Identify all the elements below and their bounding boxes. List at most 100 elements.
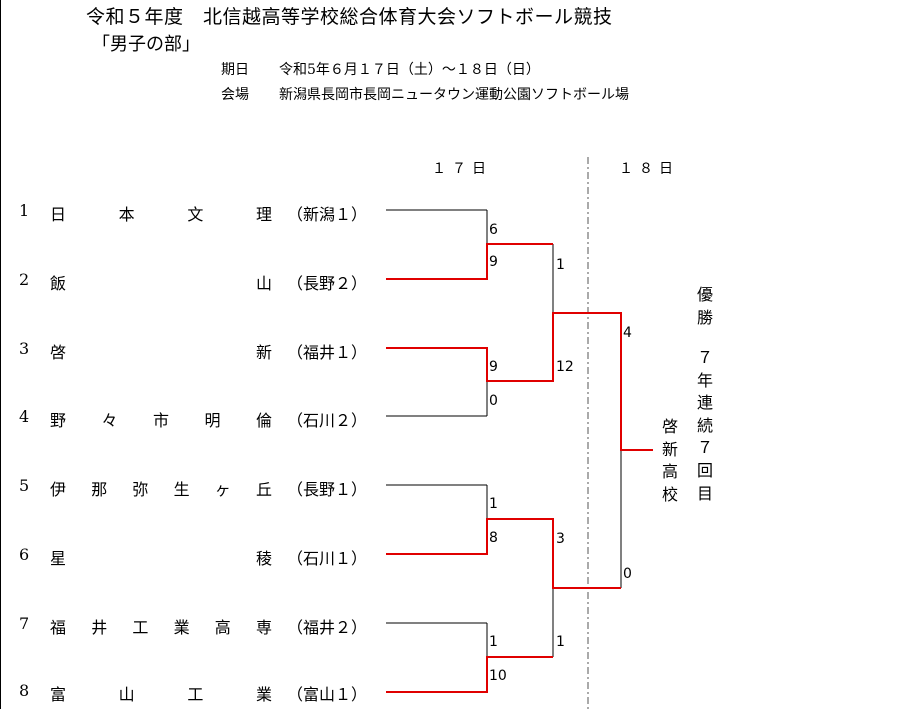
school-char: 福 <box>50 618 67 637</box>
score: 0 <box>623 566 632 582</box>
score: 1 <box>489 496 498 512</box>
school-char: 高 <box>214 618 231 637</box>
school-char: 業 <box>173 618 190 637</box>
school-char: 星 <box>50 549 67 568</box>
score: 9 <box>489 254 498 270</box>
vertical-char: 優 <box>696 285 713 304</box>
team-number: 3 <box>19 339 30 358</box>
team-school: 富 山 工 業 <box>50 681 272 705</box>
vertical-char: 新 <box>661 439 678 459</box>
score: 12 <box>556 359 574 375</box>
team-prefecture: （長野２） <box>287 274 368 293</box>
score: 8 <box>489 530 498 546</box>
team-prefecture: （新潟１） <box>287 205 368 224</box>
school-char: 井 <box>91 618 108 637</box>
school-char: 生 <box>173 480 190 499</box>
date-value: 令和5年６月１７日（土）～１８日（日） <box>279 62 540 78</box>
school-char: 理 <box>255 205 272 224</box>
school-char: 工 <box>187 685 204 704</box>
team-number: 5 <box>19 476 30 495</box>
school-char: 那 <box>91 480 108 499</box>
team-school: 星 稜 <box>50 545 272 569</box>
school-char: 専 <box>255 618 272 637</box>
date-label: 期日 <box>221 62 249 78</box>
team-number: 8 <box>19 681 30 700</box>
winner-path-keishin <box>386 312 653 451</box>
school-char: 野 <box>50 411 67 430</box>
school-char: 本 <box>118 205 135 224</box>
vertical-char: 勝 <box>696 307 713 327</box>
team-prefecture: （福井１） <box>287 343 368 362</box>
team-number: 4 <box>19 407 30 426</box>
score: 1 <box>556 634 565 650</box>
school-char: 丘 <box>255 480 272 499</box>
winner-path-toyama <box>386 656 553 693</box>
venue-row: 会場 新潟県長岡市長岡ニュータウン運動公園ソフトボール場 <box>221 84 629 104</box>
team-school: 日 本 文 理 <box>50 201 272 225</box>
vertical-char: 高 <box>661 462 678 482</box>
school-char: 市 <box>152 411 169 430</box>
team-prefecture: （長野１） <box>287 480 368 499</box>
school-char: 弥 <box>132 480 149 499</box>
school-char: 富 <box>50 685 67 704</box>
vertical-char: 続 <box>696 415 713 435</box>
score: 3 <box>556 531 565 547</box>
team-prefecture: （石川２） <box>287 411 368 430</box>
school-char: ヶ <box>214 480 231 499</box>
score: 1 <box>556 257 565 273</box>
school-char: 明 <box>204 411 221 430</box>
day-label-2: １８日 <box>619 161 679 177</box>
school-char: 山 <box>255 274 272 293</box>
team-school: 伊 那 弥 生 ヶ 丘 <box>50 476 272 500</box>
team-prefecture: （富山１） <box>287 685 368 704</box>
champion-label: 優勝 <box>696 284 714 329</box>
team-number: 1 <box>19 201 30 220</box>
team-school: 飯 山 <box>50 270 272 294</box>
day-label-1: １７日 <box>432 161 492 177</box>
school-char: 山 <box>118 685 135 704</box>
page-left-border <box>0 0 1 709</box>
school-char: 飯 <box>50 274 67 293</box>
page-title: 令和５年度 北信越高等学校総合体育大会ソフトボール競技 <box>86 6 613 28</box>
score: 6 <box>489 222 498 238</box>
score: 9 <box>489 359 498 375</box>
score: 4 <box>623 325 632 341</box>
school-char: 業 <box>255 685 272 704</box>
team-prefecture: （石川１） <box>287 549 368 568</box>
team-school: 福 井 工 業 高 専 <box>50 614 272 638</box>
school-char: 日 <box>50 205 67 224</box>
team-school: 野 々 市 明 倫 <box>50 407 272 431</box>
school-char: 啓 <box>50 343 67 362</box>
school-char: 文 <box>187 205 204 224</box>
vertical-char: 啓 <box>661 417 678 436</box>
school-char: 々 <box>101 411 118 430</box>
venue-value: 新潟県長岡市長岡ニュータウン運動公園ソフトボール場 <box>279 87 629 103</box>
vertical-char: 年 <box>696 370 713 390</box>
vertical-char: 目 <box>696 483 713 503</box>
school-char: 伊 <box>50 480 67 499</box>
vertical-char: 連 <box>696 393 713 413</box>
school-char: 工 <box>132 618 149 637</box>
score: 10 <box>489 668 507 684</box>
team-number: 2 <box>19 270 30 289</box>
vertical-char: ７ <box>696 348 713 367</box>
vertical-char: 回 <box>696 460 713 480</box>
school-char: 新 <box>255 343 272 362</box>
score: 1 <box>489 634 498 650</box>
venue-label: 会場 <box>221 87 249 103</box>
vertical-char: ７ <box>696 438 713 458</box>
score: 0 <box>489 393 498 409</box>
school-char: 稜 <box>255 549 272 568</box>
team-school: 啓 新 <box>50 339 272 363</box>
page-subtitle: 「男子の部」 <box>92 34 200 55</box>
vertical-char: 校 <box>661 484 678 504</box>
winner-path-ishiyama <box>386 243 553 280</box>
school-char: 倫 <box>255 411 272 430</box>
team-number: 6 <box>19 545 30 564</box>
winner-path-seiryo <box>386 518 621 589</box>
team-number: 7 <box>19 614 30 633</box>
winner-name: 啓新高校 <box>661 416 679 506</box>
team-prefecture: （福井２） <box>287 618 368 637</box>
